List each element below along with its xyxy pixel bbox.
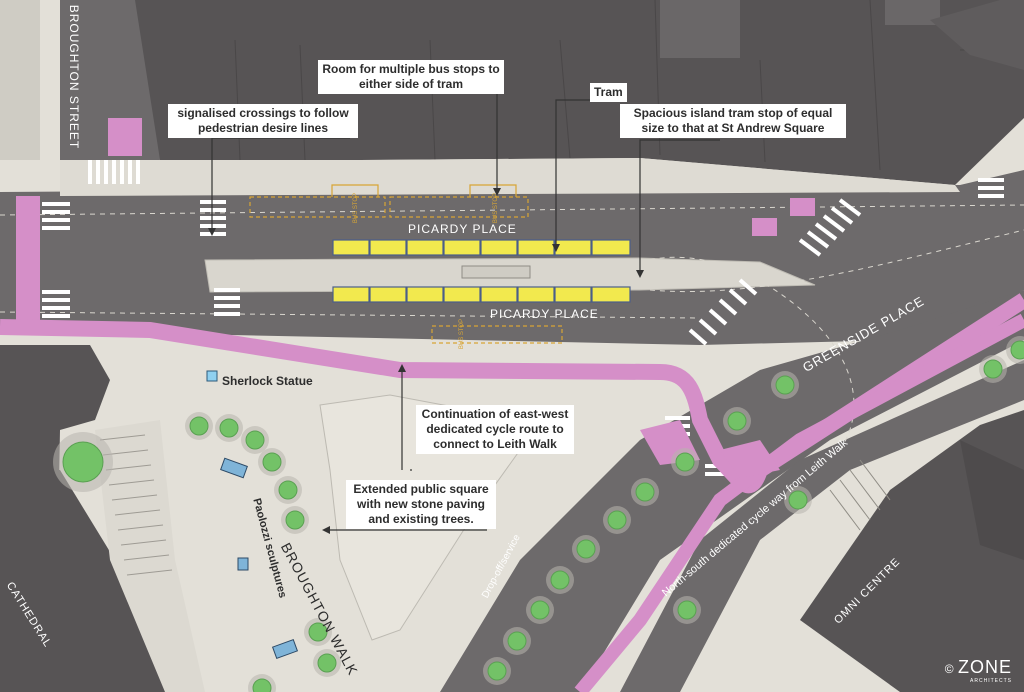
- copyright-symbol: ©: [944, 662, 954, 676]
- street-broughton: BROUGHTON STREET: [67, 4, 82, 150]
- building-north: [130, 0, 1024, 185]
- cycle-lanes: [16, 118, 815, 330]
- road-picardy: [0, 170, 1024, 345]
- callout-tram: Tram: [590, 83, 627, 102]
- label-sherlock: Sherlock Statue: [222, 374, 313, 388]
- street-picardy-south: PICARDY PLACE: [490, 307, 599, 321]
- bus-stop-marking: BUS STOP: [493, 193, 499, 223]
- brand-zone: ZONE: [957, 657, 1012, 677]
- callout-bus-stops: Room for multiple bus stops to either si…: [318, 60, 504, 94]
- crossings: [42, 160, 1004, 318]
- callout-crossings: signalised crossings to follow pedestria…: [168, 104, 358, 138]
- courtyard: [660, 0, 740, 58]
- sherlock-statue-marker: [206, 370, 218, 382]
- brand-sub: ARCHITECTS: [970, 678, 1012, 684]
- callout-island-stop: Spacious island tram stop of equal size …: [620, 104, 846, 138]
- paolozzi-sculptures: [220, 457, 299, 660]
- street-picardy-north: PICARDY PLACE: [408, 222, 517, 236]
- tram-south: [332, 286, 631, 303]
- callout-cycle-route: Continuation of east-west dedicated cycl…: [416, 405, 574, 454]
- trees: [53, 336, 1024, 692]
- callout-public-square: Extended public square with new stone pa…: [346, 480, 496, 529]
- callout-lines: [211, 92, 720, 531]
- cycle-way-ns: [574, 313, 1024, 692]
- bus-stop-bays: [249, 196, 563, 344]
- copyright-logo: © ZONE ARCHITECTS: [945, 657, 1012, 684]
- bus-stop-marking: BUS STOP: [353, 193, 359, 223]
- building-cathedral: [0, 470, 175, 692]
- bus-stop-marking: BUS STOP: [459, 319, 465, 349]
- tram-north: [332, 239, 631, 256]
